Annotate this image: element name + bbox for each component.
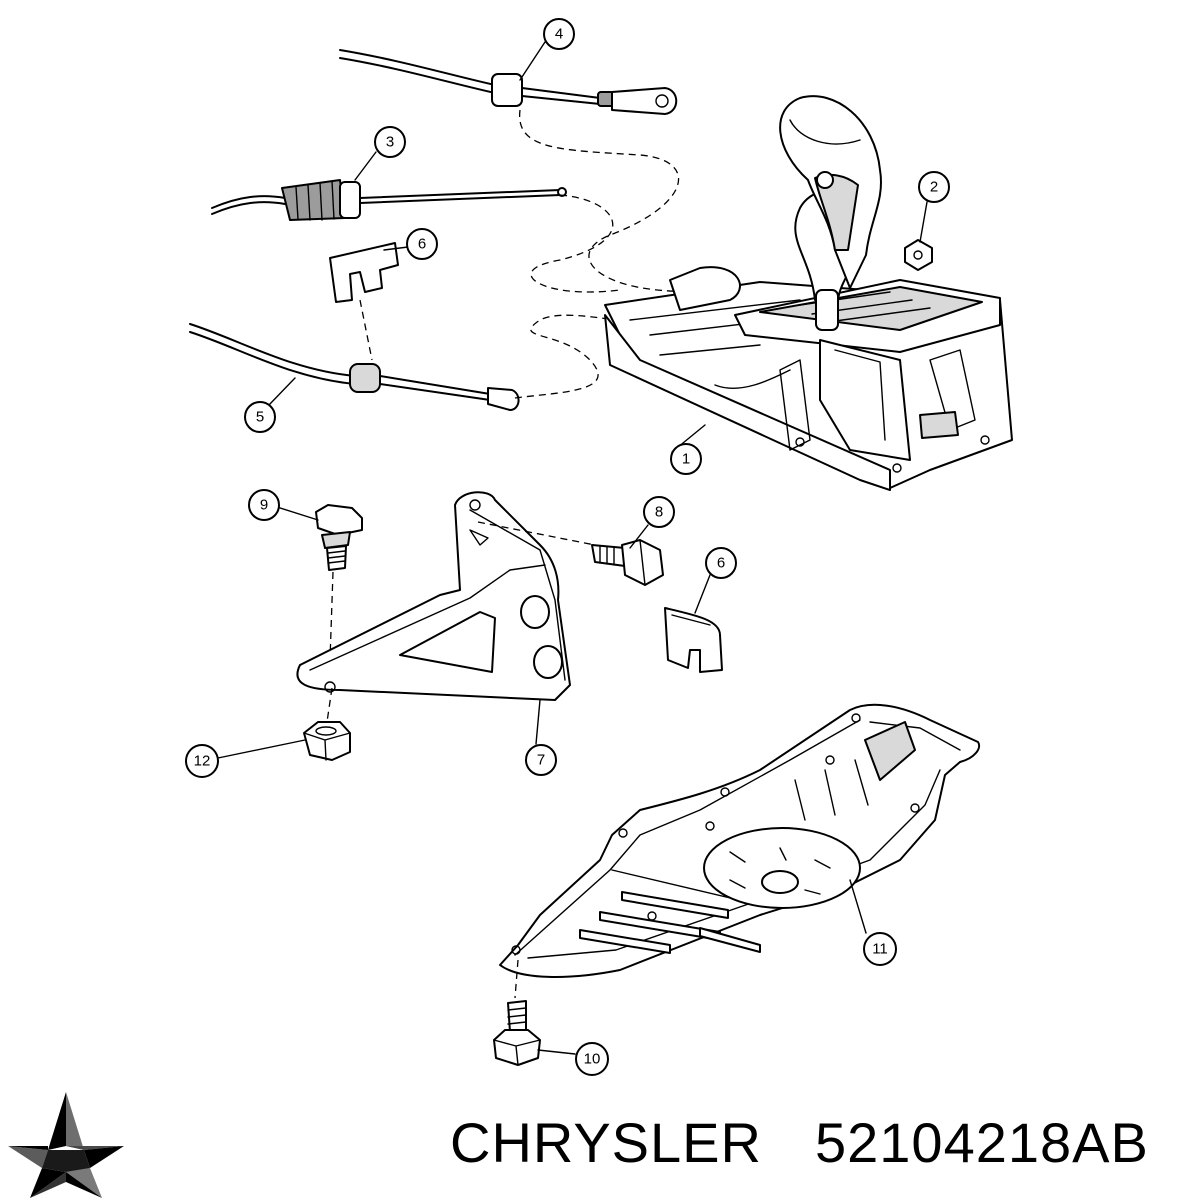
shifter-assembly-part-1 xyxy=(604,95,1013,491)
clip-part-6-upper xyxy=(329,242,399,303)
bolt-part-9 xyxy=(315,504,363,661)
callout-10: 10 xyxy=(575,1042,609,1076)
callout-8-label: 8 xyxy=(655,504,663,521)
callout-3: 3 xyxy=(374,126,406,158)
skid-plate-part-11 xyxy=(499,703,980,978)
callout-5: 5 xyxy=(244,401,276,433)
callout-10-label: 10 xyxy=(584,1051,601,1068)
callout-12: 12 xyxy=(185,744,219,778)
callout-1-label: 1 xyxy=(682,451,690,468)
callout-7: 7 xyxy=(525,744,557,776)
callout-6-upper-label: 6 xyxy=(418,236,426,253)
callout-4: 4 xyxy=(543,18,575,50)
callout-1: 1 xyxy=(670,443,702,475)
nut-part-12 xyxy=(303,687,351,761)
callout-8: 8 xyxy=(643,496,675,528)
pentastar-logo xyxy=(8,1092,124,1198)
callout-3-label: 3 xyxy=(386,134,394,151)
callout-11-label: 11 xyxy=(872,941,888,958)
callout-6-upper: 6 xyxy=(406,228,438,260)
cable-part-5 xyxy=(189,323,520,411)
callout-12-label: 12 xyxy=(194,753,211,770)
bracket-part-7 xyxy=(296,491,571,701)
callout-2: 2 xyxy=(918,171,950,203)
callout-6-lower-label: 6 xyxy=(717,555,725,572)
part-number: 52104218AB xyxy=(815,1111,1149,1174)
callout-9: 9 xyxy=(248,489,280,521)
callout-4-label: 4 xyxy=(555,26,563,43)
bolt-part-8 xyxy=(477,521,664,586)
brand-name: CHRYSLER xyxy=(450,1111,762,1174)
cable-part-4 xyxy=(339,49,678,115)
callout-9-label: 9 xyxy=(260,497,268,514)
leader-lines xyxy=(217,41,928,1055)
cable-part-3 xyxy=(211,179,567,221)
callout-5-label: 5 xyxy=(256,409,264,426)
callout-7-label: 7 xyxy=(537,752,545,769)
callout-11: 11 xyxy=(863,932,897,966)
callout-2-label: 2 xyxy=(930,179,938,196)
clip-part-6-lower xyxy=(664,607,723,673)
callout-6-lower: 6 xyxy=(705,547,737,579)
nut-part-2 xyxy=(904,239,933,271)
bolt-part-10 xyxy=(493,959,541,1066)
